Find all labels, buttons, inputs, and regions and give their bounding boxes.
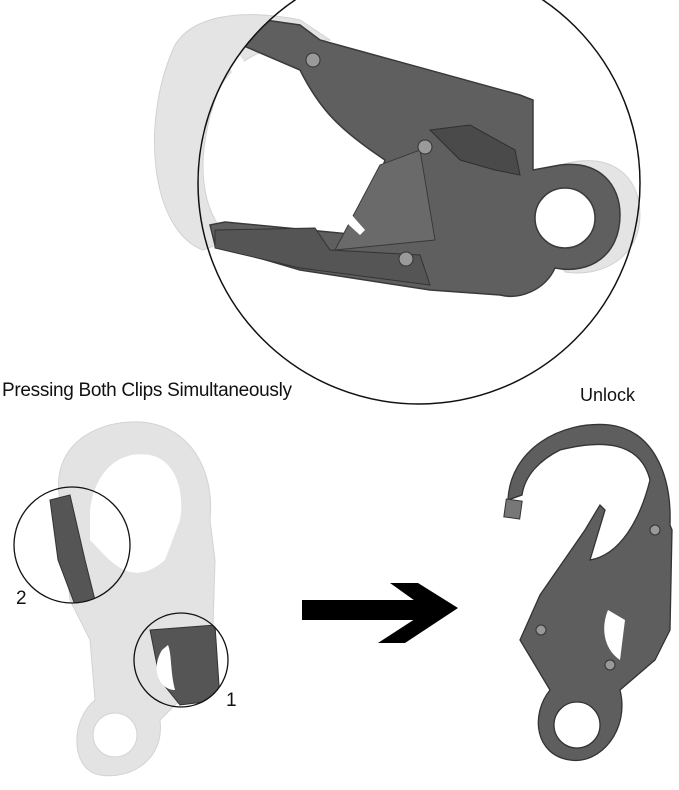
clip-2-circle	[13, 486, 131, 604]
pressing-snap-hook	[13, 421, 229, 777]
unlocked-snap-hook	[503, 423, 673, 762]
zoomed-metal-parts	[209, 14, 621, 297]
arrow-right-icon	[302, 583, 458, 643]
clip-1-circle	[133, 612, 229, 708]
clip-1-detail	[149, 624, 221, 706]
clip-1-number: 1	[226, 690, 237, 711]
pressing-caption: Pressing Both Clips Simultaneously	[2, 380, 292, 401]
clip-2-number: 2	[16, 588, 27, 609]
unlock-caption: Unlock	[580, 385, 636, 405]
zoomed-snap-hook	[154, 0, 641, 405]
zoom-circle-outline	[197, 0, 641, 405]
